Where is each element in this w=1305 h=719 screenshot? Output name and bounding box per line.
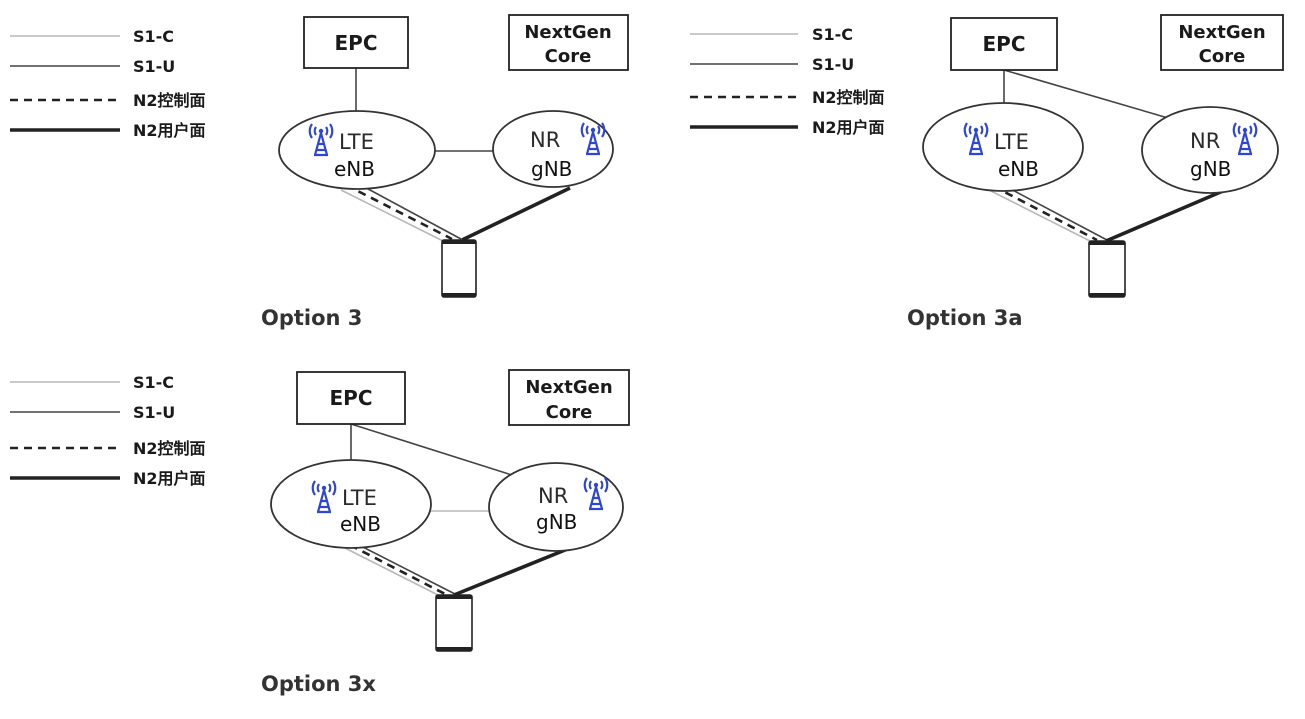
- gnb-label: gNB: [1190, 157, 1231, 181]
- diagram-option-3: EPC NextGen Core LTE eNB NR gNB Option 3: [261, 14, 629, 330]
- n2c-link: [345, 183, 453, 241]
- s1c-link: [340, 189, 444, 242]
- phone-icon: [441, 239, 477, 298]
- option-3x-label: Option 3x: [261, 672, 376, 696]
- lte-label: LTE: [994, 130, 1029, 154]
- legend-n2c-label: N2控制面: [812, 88, 885, 107]
- diagram-option-3x: EPC NextGen Core LTE eNB NR gNB Option 3…: [261, 369, 630, 696]
- epc-box: [303, 16, 409, 69]
- nextgen-label: NextGen: [1178, 22, 1265, 43]
- enb-label: eNB: [340, 512, 381, 536]
- lte-enb-ellipse: [922, 102, 1084, 192]
- legend-s1c-label: S1-C: [812, 25, 853, 44]
- nr-label: NR: [530, 128, 560, 152]
- epc-gnb-link: [1003, 69, 1169, 119]
- lte-label: LTE: [342, 486, 377, 510]
- legend-s1u-label: S1-U: [812, 55, 854, 74]
- phone-icon: [1088, 240, 1126, 298]
- legend-option-3a: S1-C S1-U N2控制面 N2用户面: [690, 25, 885, 137]
- option-3-label: Option 3: [261, 306, 362, 330]
- enb-label: eNB: [334, 157, 375, 181]
- phone-icon: [435, 594, 473, 652]
- lte-label: LTE: [339, 130, 374, 154]
- n2c-link: [349, 543, 446, 596]
- nr-gnb-ellipse: [492, 110, 614, 188]
- enb-label: eNB: [998, 157, 1039, 181]
- nextgen-core-label: Core: [546, 402, 593, 423]
- nextgen-label: NextGen: [524, 22, 611, 43]
- legend-n2u-label: N2用户面: [133, 469, 206, 488]
- epc-label: EPC: [330, 386, 373, 410]
- epc-label: EPC: [983, 32, 1026, 56]
- legend-n2u-label: N2用户面: [133, 121, 206, 140]
- legend-option-3: S1-C S1-U N2控制面 N2用户面: [10, 27, 206, 140]
- s1c-link: [988, 189, 1091, 242]
- nextgen-core-label: Core: [545, 46, 592, 67]
- lte-enb-ellipse: [270, 459, 432, 549]
- s1c-link: [344, 547, 439, 596]
- n2u-link: [461, 186, 571, 242]
- n2u-link: [453, 546, 571, 597]
- legend-n2c-label: N2控制面: [133, 439, 206, 458]
- s1u-link: [1002, 184, 1108, 241]
- legend-n2u-label: N2用户面: [812, 118, 885, 137]
- s1u-link: [356, 182, 462, 240]
- n2u-link: [1105, 189, 1224, 243]
- gnb-label: gNB: [536, 510, 577, 534]
- epc-box: [950, 17, 1058, 71]
- nextgen-core-box: [1160, 14, 1284, 71]
- s1u-link: [356, 543, 456, 595]
- nextgen-core-label: Core: [1199, 46, 1246, 67]
- legend-s1c-label: S1-C: [133, 27, 174, 46]
- nr-label: NR: [1190, 129, 1220, 153]
- epc-label: EPC: [335, 31, 378, 55]
- nextgen-core-box: [508, 369, 630, 426]
- legend-n2c-label: N2控制面: [133, 91, 206, 110]
- legend-s1c-label: S1-C: [133, 373, 174, 392]
- nextgen-core-box: [508, 14, 629, 71]
- diagram-option-3a: EPC NextGen Core LTE eNB NR gNB Option 3…: [907, 14, 1284, 330]
- nextgen-label: NextGen: [525, 377, 612, 398]
- gnb-label: gNB: [531, 157, 572, 181]
- epc-gnb-link: [350, 423, 516, 477]
- nr-label: NR: [538, 484, 568, 508]
- lte-enb-ellipse: [278, 110, 436, 190]
- n2c-link: [992, 184, 1098, 242]
- option-3a-label: Option 3a: [907, 306, 1023, 330]
- legend-s1u-label: S1-U: [133, 403, 175, 422]
- legend-s1u-label: S1-U: [133, 57, 175, 76]
- legend-option-3x: S1-C S1-U N2控制面 N2用户面: [10, 373, 206, 488]
- epc-box: [296, 371, 406, 425]
